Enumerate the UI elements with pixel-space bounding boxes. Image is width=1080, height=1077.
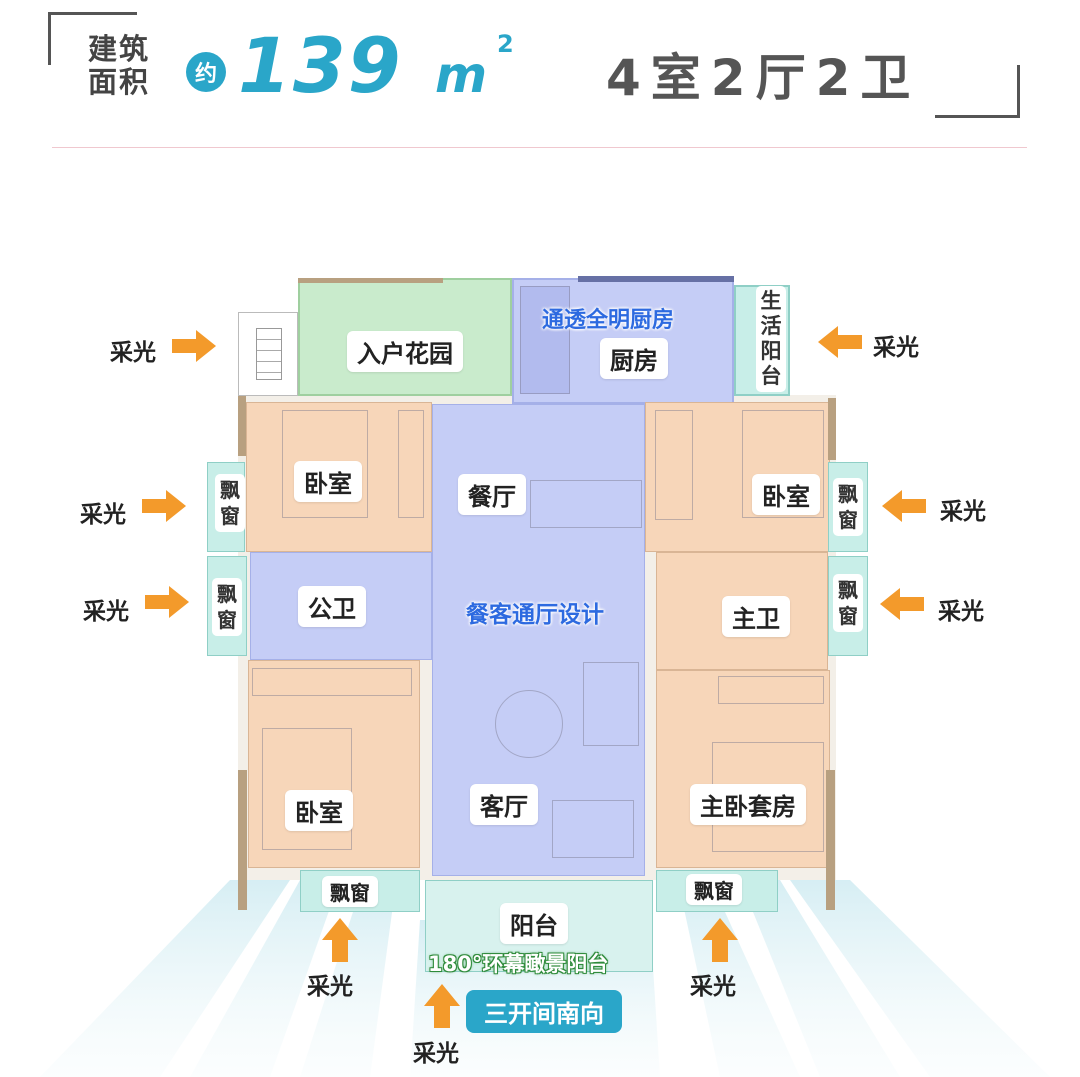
dining-label: 餐厅: [458, 474, 526, 515]
light-arrow-up-icon: [424, 984, 460, 1028]
kitchen-counter: [520, 286, 570, 394]
header-bracket-left: [48, 12, 137, 65]
master-suite-area: [656, 670, 830, 868]
wardrobe-nw: [398, 410, 424, 518]
wall-west: [238, 396, 246, 456]
master-suite-label: 主卧套房: [690, 784, 806, 825]
light-label-e-top: 采光: [873, 335, 919, 361]
light-arrow-left-icon: [882, 490, 926, 522]
living-label: 客厅: [470, 784, 538, 825]
light-label-e-low: 采光: [938, 599, 984, 625]
light-label-w-mid: 采光: [80, 502, 126, 528]
light-arrow-right-icon: [172, 330, 216, 362]
bay-window-label-s1: 飘窗: [322, 876, 378, 907]
light-arrow-left-icon: [818, 326, 862, 358]
layout-summary: 4室2厅2卫: [606, 49, 921, 107]
bay-window-label-w2: 飘窗: [212, 578, 242, 636]
bed-sw: [262, 728, 352, 850]
wall-east: [828, 398, 836, 460]
coffee-table: [495, 690, 563, 758]
light-label-e-mid: 采光: [940, 499, 986, 525]
light-arrow-right-icon: [142, 490, 186, 522]
light-arrow-left-icon: [880, 588, 924, 620]
light-arrow-up-icon: [702, 918, 738, 962]
bed-ne: [742, 410, 824, 518]
master-bath-label: 主卫: [722, 596, 790, 637]
tv-cabinet: [583, 662, 639, 746]
bay-window-label-w1: 飘窗: [215, 474, 245, 532]
kitchen-label: 厨房: [600, 338, 668, 379]
open-hall-highlight-text: 餐客通厅设计: [466, 602, 604, 628]
light-label-s-center: 采光: [413, 1041, 459, 1067]
header-divider: [52, 147, 1027, 148]
kitchen-highlight-text: 通透全明厨房: [542, 308, 675, 333]
wardrobe-master: [718, 676, 824, 704]
bay-window-label-s2: 飘窗: [686, 874, 742, 905]
bedroom-nw-label: 卧室: [294, 461, 362, 502]
bay-window-label-e2: 飘窗: [833, 574, 863, 632]
orientation-badge: 三开间南向: [466, 990, 622, 1033]
wall-east-lower: [826, 770, 835, 910]
light-label-w-top: 采光: [110, 340, 156, 366]
bed-nw: [282, 410, 368, 518]
utility-balcony-label: 生活阳台: [756, 286, 786, 392]
bedroom-ne-label: 卧室: [752, 474, 820, 515]
bedroom-sw-area: [248, 660, 420, 868]
area-unit: m: [435, 46, 488, 104]
light-label-s-right: 采光: [690, 974, 736, 1000]
approx-badge: 约: [186, 52, 226, 92]
area-value: 139: [238, 21, 403, 110]
balcony-highlight-text: 180°环幕瞰景阳台: [428, 952, 609, 976]
dining-table: [530, 480, 642, 528]
entry-garden-label: 入户花园: [347, 331, 463, 372]
light-arrow-right-icon: [145, 586, 189, 618]
wall-west-lower: [238, 770, 247, 910]
desk-ne: [655, 410, 693, 520]
balcony-label: 阳台: [500, 903, 568, 944]
stair-steps: [256, 328, 282, 380]
area-unit-superscript: 2: [497, 30, 514, 58]
public-bath-label: 公卫: [298, 586, 366, 627]
bay-window-label-e1: 飘窗: [833, 478, 863, 536]
wardrobe-sw: [252, 668, 412, 696]
light-label-w-low: 采光: [83, 599, 129, 625]
bedroom-sw-label: 卧室: [285, 790, 353, 831]
area-label: 建筑 面积: [88, 32, 151, 99]
light-label-s-left: 采光: [307, 974, 353, 1000]
light-arrow-up-icon: [322, 918, 358, 962]
garden-top-wall: [298, 278, 443, 283]
sofa: [552, 800, 634, 858]
header-bracket-right: [935, 65, 1020, 118]
kitchen-top-wall: [578, 276, 734, 282]
